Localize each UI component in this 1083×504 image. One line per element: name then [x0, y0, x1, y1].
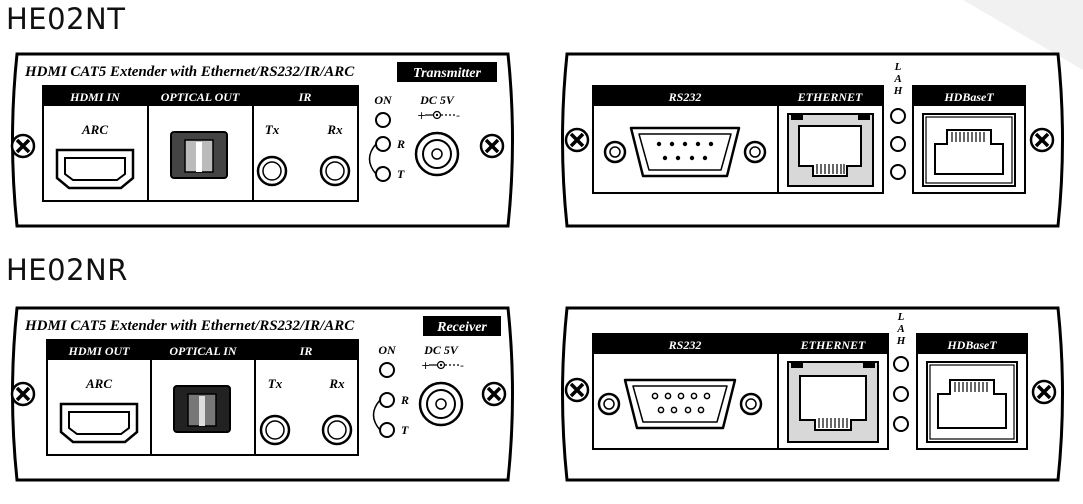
link-led [893, 356, 909, 372]
hdbaset-led [893, 416, 909, 432]
led-letter-a: A [893, 73, 901, 85]
ethernet-port[interactable] [787, 361, 879, 443]
t-led [375, 166, 391, 182]
hdbaset-led [890, 164, 906, 180]
hdbaset-header-text: HDBaseT [946, 338, 997, 352]
screw-left-icon [564, 377, 590, 403]
rs232-header-text: RS232 [668, 338, 702, 352]
hdbaset-port[interactable] [922, 113, 1016, 187]
rs232-port[interactable] [603, 126, 767, 178]
screw-left-icon [564, 127, 590, 153]
screw-right-icon [481, 381, 507, 407]
t-label: T [397, 167, 405, 181]
ir-tx-jack[interactable] [259, 414, 291, 446]
screw-right-icon [1029, 127, 1055, 153]
r-led [379, 392, 395, 408]
r-label: R [400, 393, 409, 407]
optical-header-text: OPTICAL IN [169, 344, 238, 358]
hdmi-port[interactable] [55, 148, 135, 190]
on-led [379, 362, 395, 378]
r-led [375, 136, 391, 152]
badge-box [397, 62, 497, 82]
t-led [379, 422, 395, 438]
screw-left-icon [10, 133, 36, 159]
led-letter-a: A [896, 323, 904, 335]
hdmi-header-text: HDMI OUT [67, 344, 130, 358]
screw-right-icon [479, 133, 505, 159]
dc-polarity-icon: + - [421, 359, 464, 372]
ir-tx-jack[interactable] [256, 155, 288, 187]
ir-rx-label: Rx [326, 122, 343, 137]
receiver-rear-panel: RS232 ETHERNET L A H HDBaseT [555, 302, 1080, 486]
svg-text:-: - [460, 359, 464, 372]
screw-left-icon [10, 381, 36, 407]
receiver-front-panel: HDMI CAT5 Extender with Ethernet/RS232/I… [5, 302, 530, 486]
svg-text:+: + [417, 109, 426, 122]
ir-rx-jack[interactable] [319, 155, 351, 187]
hdbaset-port[interactable] [926, 361, 1018, 443]
hdmi-header-text: HDMI IN [69, 90, 121, 104]
link-led [890, 108, 906, 124]
hdbaset-header-text: HDBaseT [943, 90, 994, 104]
ir-tx-label: Tx [265, 122, 280, 137]
transmitter-model-title: HE02NT [6, 2, 126, 36]
panel-title-text: HDMI CAT5 Extender with Ethernet/RS232/I… [24, 64, 355, 80]
badge-text: Transmitter [413, 66, 481, 81]
header-bar [47, 340, 358, 360]
activity-led [893, 386, 909, 402]
dc-polarity-icon: + - [417, 109, 460, 122]
ir-header-text: IR [299, 344, 313, 358]
ethernet-port[interactable] [787, 113, 874, 187]
ethernet-header-text: ETHERNET [797, 90, 863, 104]
transmitter-rear-panel: RS232 ETHERNET L A H HDBaseT [555, 48, 1080, 232]
on-label: ON [378, 343, 397, 357]
dc-label: DC 5V [419, 93, 455, 107]
ethernet-header-text: ETHERNET [800, 338, 866, 352]
screw-right-icon [1031, 379, 1057, 405]
r-label: R [396, 137, 405, 151]
activity-led [890, 136, 906, 152]
rs232-port[interactable] [597, 378, 763, 430]
transmitter-front-panel: HDMI CAT5 Extender with Ethernet/RS232/I… [5, 48, 530, 232]
led-letter-l: L [894, 61, 902, 73]
led-letter-h: H [896, 335, 906, 347]
arc-label: ARC [85, 376, 112, 391]
receiver-model-title: HE02NR [6, 253, 128, 287]
badge-box [423, 316, 501, 336]
rs232-header-text: RS232 [668, 90, 702, 104]
ir-rx-label: Rx [328, 376, 345, 391]
t-label: T [401, 423, 409, 437]
svg-text:+: + [421, 359, 430, 372]
optical-header-text: OPTICAL OUT [161, 90, 240, 104]
header-bar [43, 86, 358, 106]
panel-title-text: HDMI CAT5 Extender with Ethernet/RS232/I… [24, 318, 355, 334]
hdmi-port[interactable] [59, 402, 139, 444]
on-led [375, 112, 391, 128]
ir-header-text: IR [298, 90, 312, 104]
svg-text:-: - [456, 109, 460, 122]
ir-tx-label: Tx [268, 376, 283, 391]
ir-rx-jack[interactable] [321, 414, 353, 446]
dc-label: DC 5V [423, 343, 459, 357]
arc-label: ARC [81, 122, 108, 137]
on-label: ON [374, 93, 393, 107]
badge-text: Receiver [436, 320, 487, 335]
led-letter-l: L [897, 311, 905, 323]
led-letter-h: H [893, 85, 903, 97]
